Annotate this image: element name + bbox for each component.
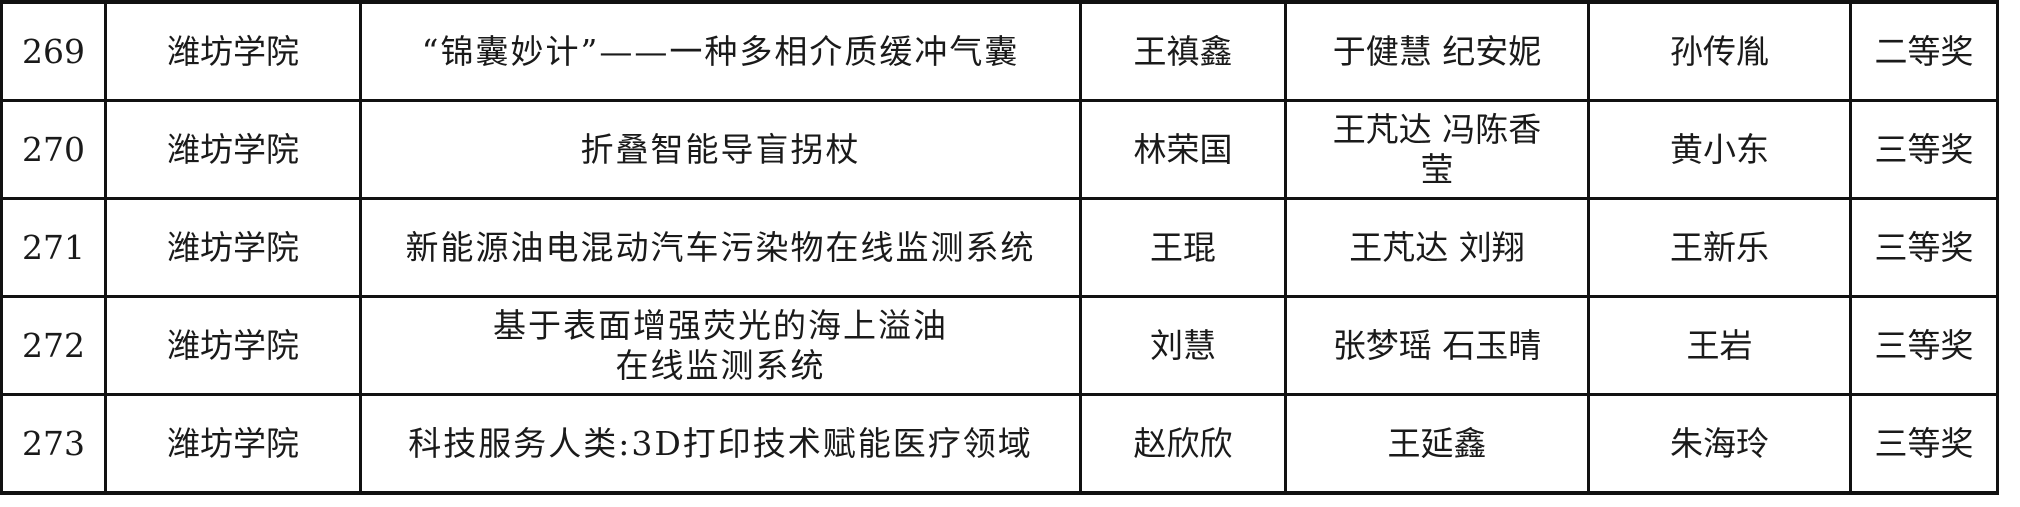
project-line: 科技服务人类:3D打印技术赋能医疗领域: [408, 423, 1033, 463]
members-line: 于健慧 纪安妮: [1332, 31, 1542, 71]
project-cell: 基于表面增强荧光的海上溢油 在线监测系统: [359, 295, 1082, 396]
table-row: 270 潍坊学院 折叠智能导盲拐杖 林荣国 王芃达 冯陈香 莹 黄小东 三等奖: [0, 99, 1999, 200]
advisor-cell: 王岩: [1587, 295, 1852, 396]
members-line: 张梦瑶 石玉晴: [1332, 325, 1542, 365]
project-cell: 新能源油电混动汽车污染物在线监测系统: [359, 197, 1082, 298]
members-line: 王延鑫: [1387, 423, 1487, 463]
project-line: 在线监测系统: [615, 345, 826, 385]
table-row: 269 潍坊学院 “锦囊妙计”——一种多相介质缓冲气囊 王禛鑫 于健慧 纪安妮 …: [0, 0, 1999, 102]
awards-table-body: 269 潍坊学院 “锦囊妙计”——一种多相介质缓冲气囊 王禛鑫 于健慧 纪安妮 …: [0, 0, 1999, 495]
school-cell: 潍坊学院: [104, 295, 362, 396]
members-line: 王芃达 刘翔: [1349, 227, 1525, 267]
advisor-cell: 黄小东: [1587, 99, 1852, 200]
leader-cell: 刘慧: [1079, 295, 1287, 396]
awards-table: 269 潍坊学院 “锦囊妙计”——一种多相介质缓冲气囊 王禛鑫 于健慧 纪安妮 …: [0, 0, 1999, 495]
project-line: 基于表面增强荧光的海上溢油: [493, 305, 948, 345]
advisor-cell: 孙传胤: [1587, 0, 1852, 102]
row-number-cell: 269: [0, 0, 107, 102]
members-line: 王芃达 冯陈香: [1332, 109, 1542, 149]
members-cell: 于健慧 纪安妮: [1284, 0, 1590, 102]
school-cell: 潍坊学院: [104, 99, 362, 200]
project-line: 折叠智能导盲拐杖: [580, 129, 861, 169]
award-cell: 三等奖: [1849, 295, 1999, 396]
members-cell: 王延鑫: [1284, 393, 1590, 495]
project-line: 新能源油电混动汽车污染物在线监测系统: [405, 227, 1036, 267]
project-line: “锦囊妙计”——一种多相介质缓冲气囊: [421, 31, 1020, 71]
award-cell: 二等奖: [1849, 0, 1999, 102]
row-number-cell: 270: [0, 99, 107, 200]
leader-cell: 赵欣欣: [1079, 393, 1287, 495]
members-cell: 张梦瑶 石玉晴: [1284, 295, 1590, 396]
leader-cell: 王琨: [1079, 197, 1287, 298]
row-number-cell: 272: [0, 295, 107, 396]
school-cell: 潍坊学院: [104, 197, 362, 298]
members-line: 莹: [1420, 149, 1454, 189]
advisor-cell: 朱海玲: [1587, 393, 1852, 495]
members-cell: 王芃达 刘翔: [1284, 197, 1590, 298]
school-cell: 潍坊学院: [104, 393, 362, 495]
leader-cell: 王禛鑫: [1079, 0, 1287, 102]
project-cell: 科技服务人类:3D打印技术赋能医疗领域: [359, 393, 1082, 495]
row-number-cell: 273: [0, 393, 107, 495]
award-cell: 三等奖: [1849, 197, 1999, 298]
row-number-cell: 271: [0, 197, 107, 298]
advisor-cell: 王新乐: [1587, 197, 1852, 298]
table-row: 272 潍坊学院 基于表面增强荧光的海上溢油 在线监测系统 刘慧 张梦瑶 石玉晴…: [0, 295, 1999, 396]
members-cell: 王芃达 冯陈香 莹: [1284, 99, 1590, 200]
award-cell: 三等奖: [1849, 393, 1999, 495]
table-row: 273 潍坊学院 科技服务人类:3D打印技术赋能医疗领域 赵欣欣 王延鑫 朱海玲…: [0, 393, 1999, 495]
school-cell: 潍坊学院: [104, 0, 362, 102]
project-cell: 折叠智能导盲拐杖: [359, 99, 1082, 200]
award-cell: 三等奖: [1849, 99, 1999, 200]
table-row: 271 潍坊学院 新能源油电混动汽车污染物在线监测系统 王琨 王芃达 刘翔 王新…: [0, 197, 1999, 298]
project-cell: “锦囊妙计”——一种多相介质缓冲气囊: [359, 0, 1082, 102]
leader-cell: 林荣国: [1079, 99, 1287, 200]
